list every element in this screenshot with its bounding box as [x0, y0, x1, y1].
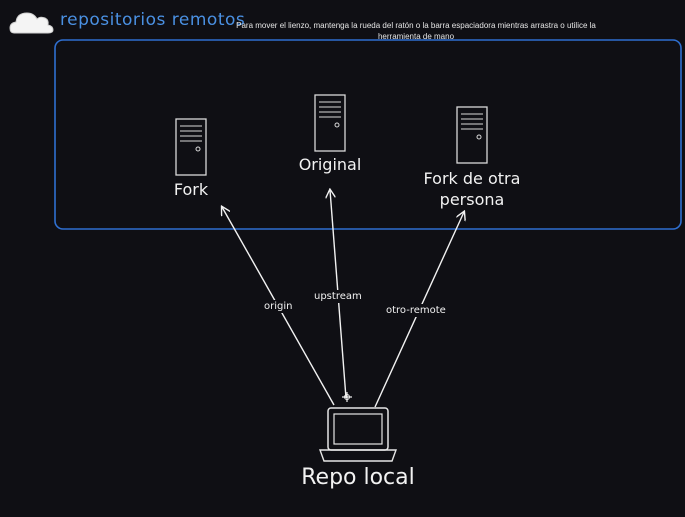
move-cursor-icon [342, 392, 352, 402]
server-label-fork-otra-persona[interactable]: Fork de otra persona [423, 169, 521, 209]
server-icon[interactable] [456, 106, 488, 164]
page-title: repositorios remotos [60, 10, 246, 30]
computer-icon[interactable] [319, 407, 397, 462]
server-icon[interactable] [175, 118, 207, 176]
edge-label-otro-remote[interactable]: otro-remote [384, 304, 448, 317]
edge-label-origin[interactable]: origin [262, 300, 295, 313]
server-label-original[interactable]: Original [298, 155, 362, 174]
edge-label-upstream[interactable]: upstream [312, 290, 364, 303]
remote-repos-frame[interactable] [54, 39, 682, 230]
cloud-icon [9, 12, 54, 34]
server-icon[interactable] [314, 94, 346, 152]
local-repo-label[interactable]: Repo local [301, 465, 415, 490]
server-label-fork[interactable]: Fork [173, 180, 209, 199]
canvas-hint: Para mover el lienzo, mantenga la rueda … [236, 21, 596, 41]
